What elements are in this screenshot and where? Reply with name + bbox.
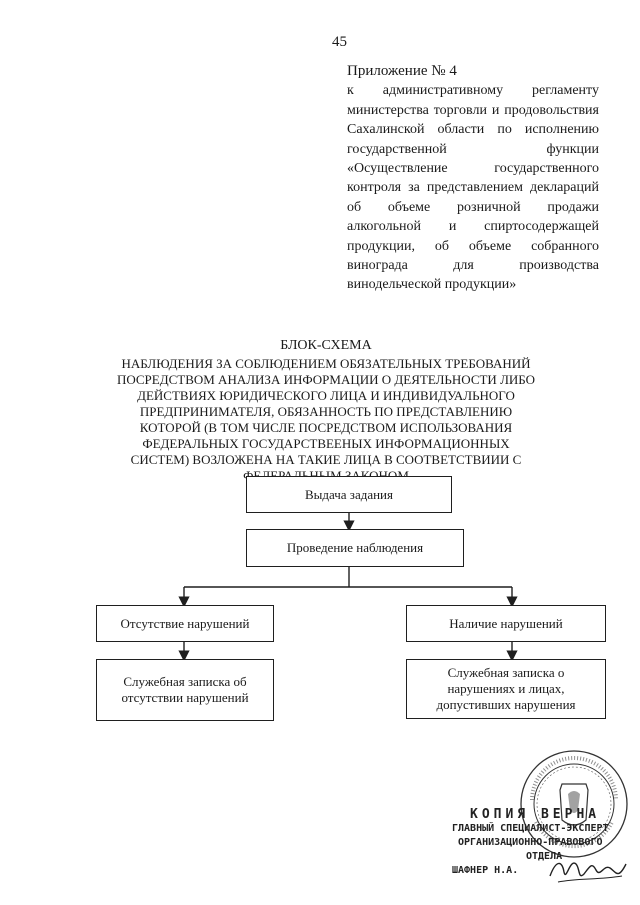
schema-title: БЛОК-СХЕМА	[280, 338, 372, 353]
cert-name: ШАФНЕР Н.А.	[452, 865, 519, 876]
appendix-title: Приложение № 4	[347, 63, 457, 79]
schema-subtitle: НАБЛЮДЕНИЯ ЗА СОБЛЮДЕНИЕМ ОБЯЗАТЕЛЬНЫХ Т…	[116, 356, 536, 483]
flow-step-issue-task: Выдача задания	[246, 476, 452, 513]
handwritten-signature	[549, 862, 627, 883]
official-seal-stamp	[520, 750, 628, 858]
flow-branch-no-violations: Отсутствие нарушений	[96, 605, 274, 642]
certification-block: КОПИЯ ВЕРНА ГЛАВНЫЙ СПЕЦИАЛИСТ-ЭКСПЕРТ О…	[452, 808, 609, 878]
cert-position-line3: ОТДЕЛА	[526, 851, 563, 862]
flow-branch-violations: Наличие нарушений	[406, 605, 606, 642]
cert-position-line1: ГЛАВНЫЙ СПЕЦИАЛИСТ-ЭКСПЕРТ	[452, 823, 609, 834]
flow-result-violations-memo: Служебная записка о нарушениях и лицах, …	[406, 659, 606, 719]
schema-heading: БЛОК-СХЕМА НАБЛЮДЕНИЯ ЗА СОБЛЮДЕНИЕМ ОБЯ…	[112, 338, 540, 484]
flow-result-no-violations-memo: Служебная записка об отсутствии нарушени…	[96, 659, 274, 721]
appendix-header: Приложение № 4 к административному регла…	[347, 62, 599, 295]
flow-step-observation: Проведение наблюдения	[246, 529, 464, 567]
cert-position-line2: ОРГАНИЗАЦИОННО-ПРАВОВОГО	[458, 837, 603, 848]
copy-mark: КОПИЯ ВЕРНА	[470, 807, 601, 822]
appendix-body: к административному регламенту министерс…	[347, 83, 599, 293]
page-number: 45	[332, 34, 347, 50]
